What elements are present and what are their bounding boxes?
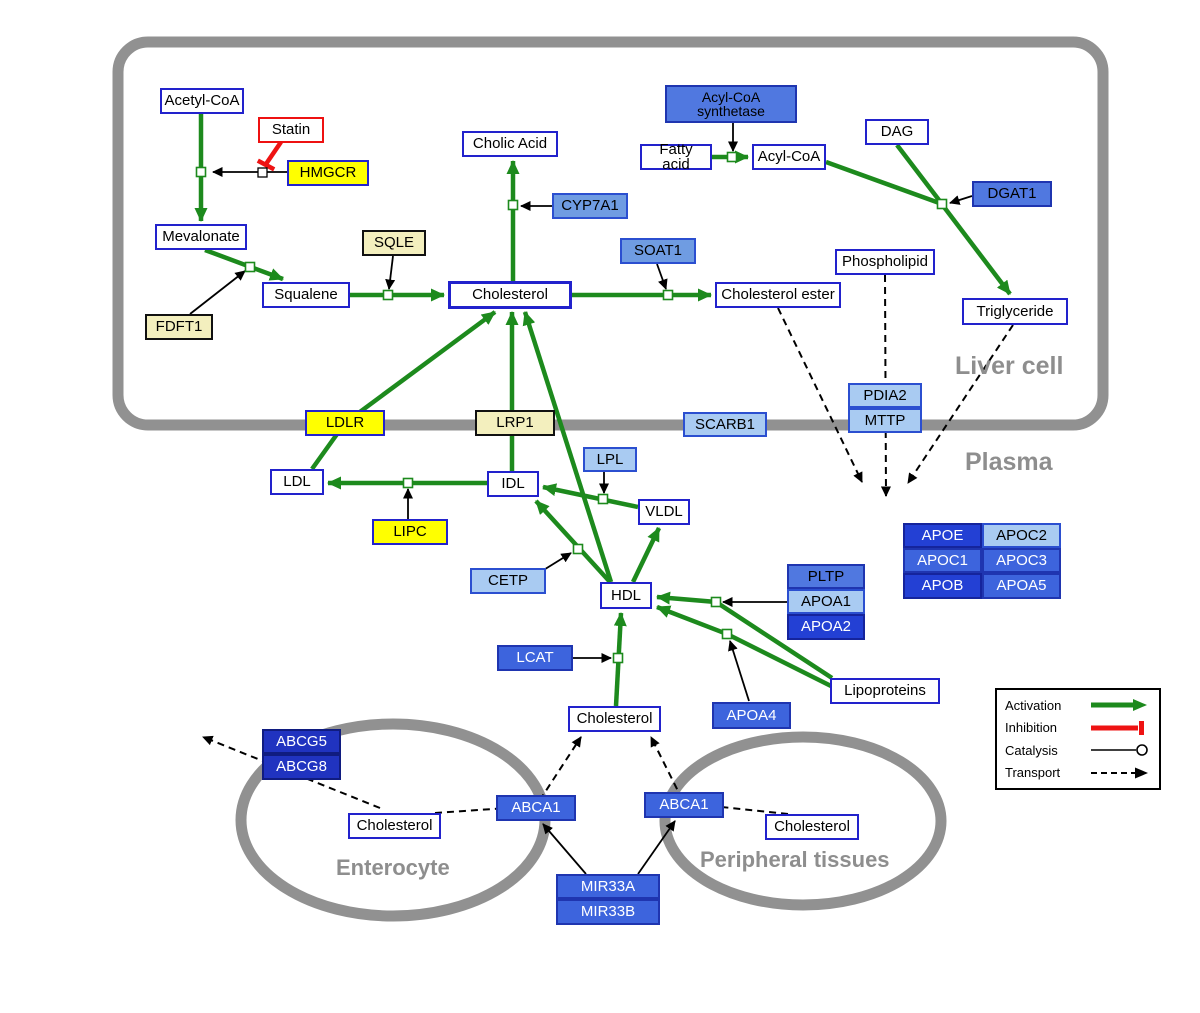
- node-apoe[interactable]: APOE: [903, 523, 982, 548]
- node-apoa2[interactable]: APOA2: [787, 614, 865, 640]
- node-squalene[interactable]: Squalene: [262, 282, 350, 308]
- node-cetp[interactable]: CETP: [470, 568, 546, 594]
- node-pltp[interactable]: PLTP: [787, 564, 865, 589]
- node-soat1[interactable]: SOAT1: [620, 238, 696, 264]
- liver-cell-outline: [112, 36, 1109, 431]
- node-mttp[interactable]: MTTP: [848, 408, 922, 433]
- catalysis-circle-icon: [1091, 744, 1148, 757]
- node-abcg8[interactable]: ABCG8: [262, 754, 341, 780]
- legend-transport-label: Transport: [1005, 765, 1061, 781]
- inhibition-tbar-icon: [1091, 720, 1144, 735]
- anchor-nodes: [195, 151, 948, 664]
- legend: Activation Inhibition Catalysis Transpor…: [995, 688, 1161, 790]
- node-fatty-acid[interactable]: Fatty acid: [640, 142, 712, 172]
- node-lrp1[interactable]: LRP1: [475, 410, 555, 436]
- node-abcg5[interactable]: ABCG5: [262, 729, 341, 754]
- node-dag[interactable]: DAG: [865, 119, 929, 145]
- node-apoa1[interactable]: APOA1: [787, 589, 865, 614]
- enterocyte-label: Enterocyte: [336, 855, 450, 880]
- node-cholesterol-liver[interactable]: Cholesterol: [448, 281, 572, 309]
- node-abca1-enterocyte[interactable]: ABCA1: [496, 795, 576, 821]
- node-phospholipid[interactable]: Phospholipid: [835, 249, 935, 275]
- inhibition-edge: [256, 140, 283, 172]
- legend-inhibition-label: Inhibition: [1005, 720, 1058, 736]
- liver-cell-label: Liver cell: [955, 352, 1064, 380]
- node-cholic-acid[interactable]: Cholic Acid: [462, 131, 558, 157]
- node-lpl[interactable]: LPL: [583, 447, 637, 472]
- node-apoc2[interactable]: APOC2: [982, 523, 1061, 548]
- node-scarb1[interactable]: SCARB1: [683, 412, 767, 437]
- legend-catalysis-label: Catalysis: [1005, 742, 1058, 758]
- catalysis-edges: [189, 123, 973, 875]
- transport-dashed-arrow-icon: [1091, 767, 1148, 779]
- node-acyl-coa[interactable]: Acyl-CoA: [752, 144, 826, 170]
- node-cholesterol-peripheral[interactable]: Cholesterol: [765, 814, 859, 840]
- node-mevalonate[interactable]: Mevalonate: [155, 224, 247, 250]
- node-statin[interactable]: Statin: [258, 117, 324, 143]
- node-mir33b[interactable]: MIR33B: [556, 899, 660, 925]
- node-apoa4[interactable]: APOA4: [712, 702, 791, 729]
- node-apoc3[interactable]: APOC3: [982, 548, 1061, 573]
- plasma-label: Plasma: [965, 448, 1053, 476]
- node-acetyl-coa[interactable]: Acetyl-CoA: [160, 88, 244, 114]
- peripheral-tissues-outline: [659, 731, 947, 911]
- activation-arrow-icon: [1091, 699, 1147, 712]
- catalysis-anchor-square: [257, 167, 268, 178]
- node-apob[interactable]: APOB: [903, 573, 982, 599]
- node-acyl-coa-synthetase[interactable]: Acyl-CoA synthetase: [665, 85, 797, 123]
- legend-row-activation: Activation: [1005, 697, 1151, 713]
- node-hdl[interactable]: HDL: [600, 582, 652, 609]
- peripheral-tissues-label: Peripheral tissues: [700, 847, 890, 872]
- node-ldl[interactable]: LDL: [270, 469, 324, 495]
- legend-row-inhibition: Inhibition: [1005, 720, 1151, 736]
- node-sqle[interactable]: SQLE: [362, 230, 426, 256]
- node-lipc[interactable]: LIPC: [372, 519, 448, 545]
- node-pdia2[interactable]: PDIA2: [848, 383, 922, 408]
- legend-row-transport: Transport: [1005, 765, 1151, 781]
- node-idl[interactable]: IDL: [487, 471, 539, 497]
- node-cholesterol-enterocyte[interactable]: Cholesterol: [348, 813, 441, 839]
- node-cyp7a1[interactable]: CYP7A1: [552, 193, 628, 219]
- legend-row-catalysis: Catalysis: [1005, 742, 1151, 758]
- node-mir33a[interactable]: MIR33A: [556, 874, 660, 899]
- node-cholesterol-plasma[interactable]: Cholesterol: [568, 706, 661, 732]
- node-lcat[interactable]: LCAT: [497, 645, 573, 671]
- node-vldl[interactable]: VLDL: [638, 499, 690, 525]
- node-triglyceride[interactable]: Triglyceride: [962, 298, 1068, 325]
- node-hmgcr[interactable]: HMGCR: [287, 160, 369, 186]
- node-cholesterol-ester[interactable]: Cholesterol ester: [715, 282, 841, 308]
- node-lipoproteins[interactable]: Lipoproteins: [830, 678, 940, 704]
- node-ldlr[interactable]: LDLR: [305, 410, 385, 436]
- node-dgat1[interactable]: DGAT1: [972, 181, 1052, 207]
- node-apoc1[interactable]: APOC1: [903, 548, 982, 573]
- node-abca1-peripheral[interactable]: ABCA1: [644, 792, 724, 818]
- legend-activation-label: Activation: [1005, 697, 1062, 713]
- node-fdft1[interactable]: FDFT1: [145, 314, 213, 340]
- node-apoa5[interactable]: APOA5: [982, 573, 1061, 599]
